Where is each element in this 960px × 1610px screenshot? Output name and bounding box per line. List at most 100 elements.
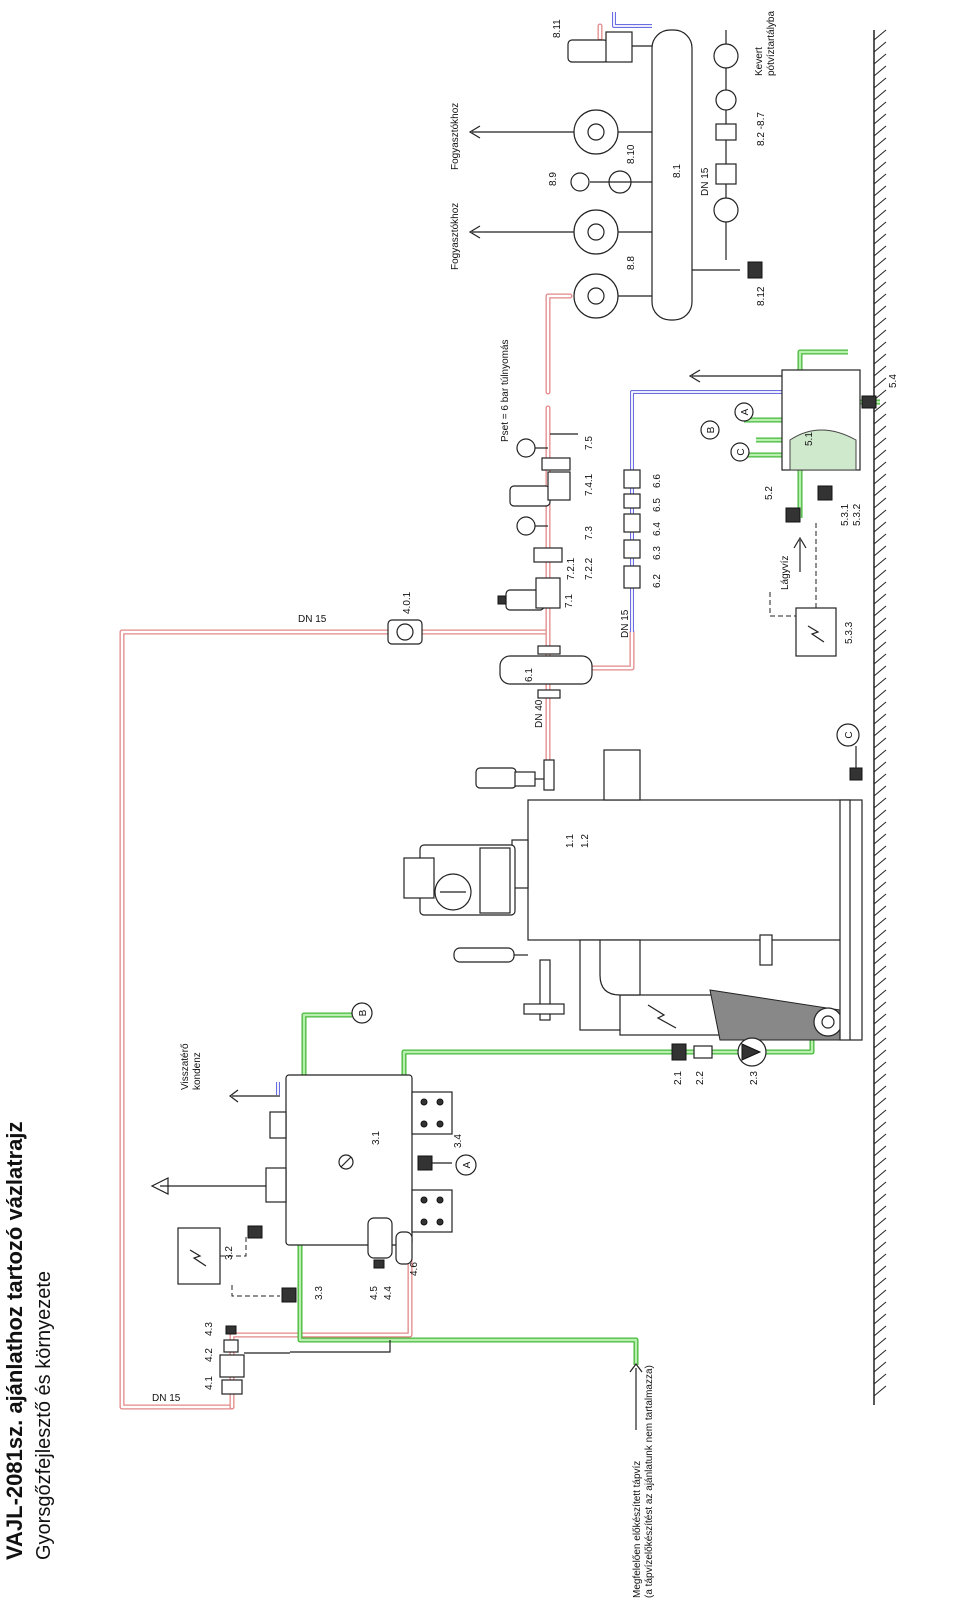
floor-hatch-line bbox=[873, 845, 887, 857]
floor-hatch-line bbox=[873, 569, 887, 581]
circle-a-tank: A bbox=[462, 1161, 473, 1168]
floor-hatch-line bbox=[873, 233, 887, 245]
floor-hatch-line bbox=[873, 269, 887, 281]
note-fogyaszto-2: Fogyasztókhoz bbox=[450, 103, 461, 170]
floor-hatch-line bbox=[873, 185, 887, 197]
note-visszatero-2: kondenz bbox=[192, 1052, 203, 1090]
floor-hatch-line bbox=[873, 113, 887, 125]
floor-hatch-line bbox=[873, 917, 887, 929]
note-fogyaszto-1: Fogyasztókhoz bbox=[450, 203, 461, 270]
floor-hatch-line bbox=[873, 341, 887, 353]
circle-b-blowdown: B bbox=[706, 426, 717, 433]
floor-hatch-line bbox=[873, 1061, 887, 1073]
tag-8-1: 8.1 bbox=[672, 164, 683, 178]
floor-hatch-line bbox=[873, 809, 887, 821]
floor-hatch-line bbox=[873, 1193, 887, 1205]
blowdown-tank: 5.1 A B C 5.2 5.3.1 5.3.2 5.3.3 Lágyvíz … bbox=[688, 369, 899, 657]
tag-4-4: 4.4 bbox=[383, 1286, 394, 1300]
tag-4-3: 4.3 bbox=[204, 1322, 215, 1336]
floor-hatch-line bbox=[873, 929, 887, 941]
tag-6-4: 6.4 bbox=[652, 522, 663, 536]
circle-a-blowdown: A bbox=[740, 408, 751, 415]
tag-1-2: 1.2 bbox=[580, 834, 591, 848]
floor-hatch-line bbox=[873, 1277, 887, 1289]
tag-7-4-1: 7.4.1 bbox=[584, 473, 595, 496]
floor-hatch-line bbox=[873, 209, 887, 221]
feedwater-pipes bbox=[297, 349, 880, 1365]
floor-hatch-line bbox=[873, 485, 887, 497]
floor-hatch-line bbox=[873, 581, 887, 593]
tag-3-2: 3.2 bbox=[224, 1246, 235, 1260]
floor-hatch-line bbox=[873, 257, 887, 269]
tag-6-3: 6.3 bbox=[652, 546, 663, 560]
pipe-dn15-top: DN 15 bbox=[298, 614, 327, 625]
tag-8-10: 8.10 bbox=[626, 144, 637, 164]
floor-hatch-line bbox=[873, 1289, 887, 1301]
note-tapviz-2: (a tápvízelőkészítést az ajánlatunk nem … bbox=[644, 1365, 655, 1598]
floor-hatch-line bbox=[873, 881, 887, 893]
floor-hatch-line bbox=[873, 1205, 887, 1217]
pipe-dn15-mixed: DN 15 bbox=[700, 167, 711, 196]
floor-hatch-line bbox=[873, 893, 887, 905]
floor-hatch-line bbox=[873, 65, 887, 77]
floor-hatch-line bbox=[873, 1301, 887, 1313]
floor-hatch-line bbox=[873, 977, 887, 989]
circle-c-blowdown: C bbox=[736, 448, 747, 455]
floor-hatch-line bbox=[873, 545, 887, 557]
tag-2-1: 2.1 bbox=[673, 1071, 684, 1085]
tag-4-2: 4.2 bbox=[204, 1348, 215, 1362]
tag-3-4: 3.4 bbox=[453, 1134, 464, 1148]
floor-hatch-line bbox=[873, 737, 887, 749]
steam-outlet-valves: 7.1 7.2.1 7.2.2 7.3 7.4.1 7.5 Pset = 6 b… bbox=[497, 339, 595, 611]
floor-hatch-line bbox=[873, 29, 887, 41]
separator-6-1: 6.1 bbox=[499, 645, 593, 699]
floor-hatch-line bbox=[873, 701, 887, 713]
note-lagyviz: Lágyvíz bbox=[780, 556, 791, 590]
floor-hatch-line bbox=[873, 317, 887, 329]
tag-6-6: 6.6 bbox=[652, 474, 663, 488]
floor-hatch-line bbox=[873, 281, 887, 293]
tag-5-2: 5.2 bbox=[764, 486, 775, 500]
floor-hatch-line bbox=[873, 1121, 887, 1133]
floor-hatch-line bbox=[873, 1145, 887, 1157]
floor-hatch-line bbox=[873, 1349, 887, 1361]
floor-hatch-line bbox=[873, 329, 887, 341]
floor-hatch-line bbox=[873, 293, 887, 305]
pipe-dn40: DN 40 bbox=[534, 699, 545, 728]
floor-hatch-line bbox=[873, 1325, 887, 1337]
floor-hatch-line bbox=[873, 1013, 887, 1025]
drawing-subtitle: Gyorsgőzfejlesztő és környezete bbox=[33, 1271, 55, 1560]
floor-hatch-line bbox=[873, 1025, 887, 1037]
floor-hatch-line bbox=[873, 413, 887, 425]
tag-5-3-1: 5.3.1 bbox=[840, 503, 851, 526]
tag-6-5: 6.5 bbox=[652, 498, 663, 512]
floor-hatch-line bbox=[873, 1337, 887, 1349]
floor-hatch-line bbox=[873, 869, 887, 881]
floor-hatch-line bbox=[873, 1085, 887, 1097]
floor-hatch-line bbox=[873, 1229, 887, 1241]
tag-3-1: 3.1 bbox=[371, 1131, 382, 1145]
floor-hatch-line bbox=[873, 1049, 887, 1061]
floor bbox=[873, 29, 887, 1405]
floor-hatch-line bbox=[873, 353, 887, 365]
feed-pump: 2.1 2.2 2.3 bbox=[671, 1037, 767, 1085]
floor-hatch-line bbox=[873, 533, 887, 545]
boiler: 1.1 1.2 bbox=[403, 749, 863, 1041]
floor-hatch-line bbox=[873, 125, 887, 137]
tag-8-8: 8.8 bbox=[626, 256, 637, 270]
floor-hatch-line bbox=[873, 437, 887, 449]
floor-hatch-line bbox=[873, 77, 887, 89]
floor-hatch-line bbox=[873, 905, 887, 917]
floor-hatch-line bbox=[873, 365, 887, 377]
floor-hatch-line bbox=[873, 1253, 887, 1265]
floor-hatch-line bbox=[873, 1037, 887, 1049]
floor-hatch-line bbox=[873, 713, 887, 725]
tag-4-5: 4.5 bbox=[369, 1286, 380, 1300]
floor-hatch-line bbox=[873, 1073, 887, 1085]
tag-5-1: 5.1 bbox=[804, 432, 815, 446]
floor-hatch-line bbox=[873, 689, 887, 701]
floor-hatch-line bbox=[873, 725, 887, 737]
tag-1-1: 1.1 bbox=[565, 834, 576, 848]
